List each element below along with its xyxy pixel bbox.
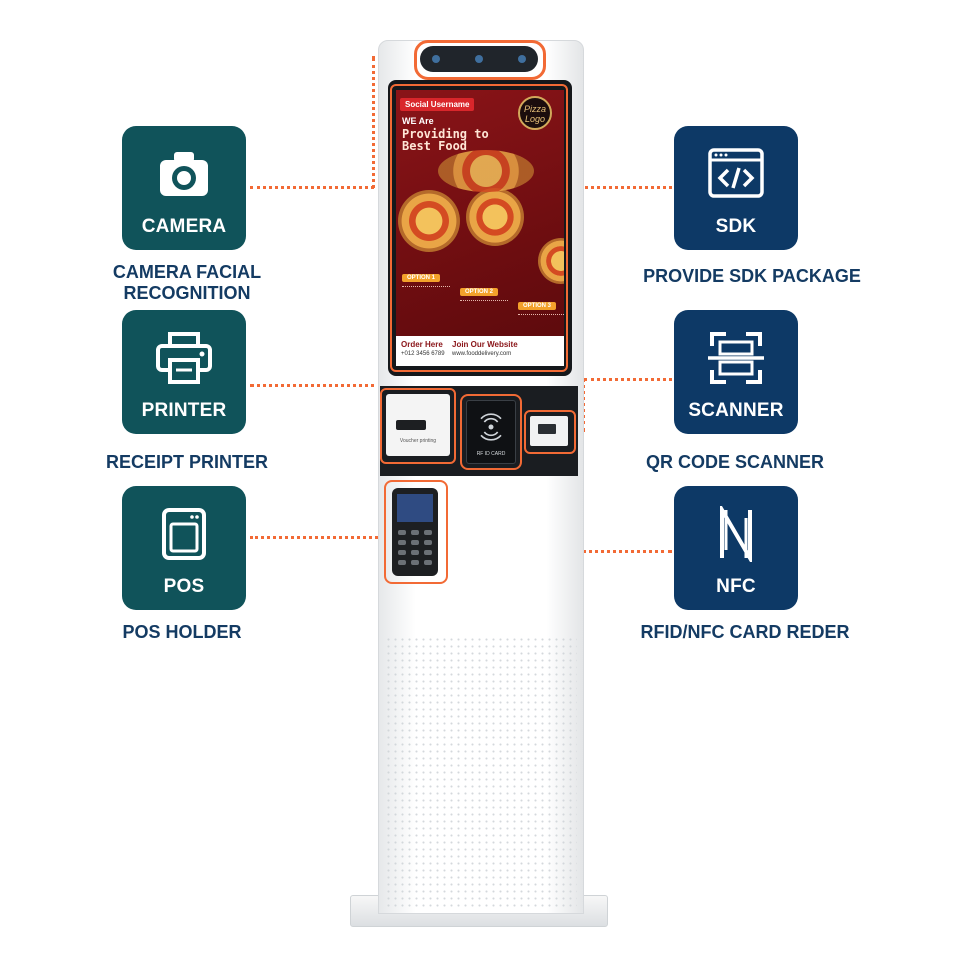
- order-phone: +012 3456 6789: [401, 351, 445, 357]
- scan-frame-icon: [708, 332, 764, 384]
- sdk-tile[interactable]: SDK: [674, 126, 798, 250]
- option-badge: OPTION 1: [402, 274, 441, 282]
- logo-line2: Logo: [524, 114, 546, 124]
- nfc-icon: [720, 506, 752, 562]
- connector-pos: [250, 536, 384, 539]
- pizza-image: [466, 188, 524, 246]
- pos-key: [424, 550, 432, 555]
- sdk-tile-label: SDK: [715, 216, 757, 237]
- connector-camera-vertical: [372, 58, 375, 188]
- pos-key: [398, 560, 406, 565]
- printer-tile[interactable]: PRINTER: [122, 310, 246, 434]
- website-title: Join Our Website: [452, 340, 518, 349]
- pos-key: [411, 540, 419, 545]
- website-url: www.fooddelivery.com: [452, 351, 512, 357]
- pos-tile-label: POS: [163, 576, 205, 597]
- screen-highlight: [390, 84, 568, 372]
- rfid-wave-icon: [480, 413, 502, 441]
- we-are: WE Are: [402, 116, 434, 126]
- printer-caption: RECEIPT PRINTER: [105, 452, 269, 472]
- scanner-tile[interactable]: SCANNER: [674, 310, 798, 434]
- connector-printer: [250, 384, 382, 387]
- printer-icon: [156, 332, 212, 384]
- sdk-caption: PROVIDE SDK PACKAGE: [643, 266, 861, 286]
- lorem-text: [460, 300, 508, 323]
- order-title: Order Here: [401, 340, 443, 349]
- nfc-tile[interactable]: NFC: [674, 486, 798, 610]
- rfid-label: RF ID CARD: [476, 451, 506, 457]
- kiosk-perforation: [385, 636, 577, 907]
- nfc-caption: RFID/NFC CARD REDER: [640, 622, 850, 642]
- scanner-tile-label: SCANNER: [688, 400, 784, 421]
- lorem-text: [518, 314, 564, 329]
- connector-scanner: [584, 378, 672, 381]
- pos-screen: [397, 494, 433, 522]
- camera-tile[interactable]: CAMERA: [122, 126, 246, 250]
- camera-caption: CAMERA FACIAL RECOGNITION: [112, 262, 262, 303]
- camera-bar: [420, 46, 538, 72]
- pizza-image: [398, 190, 460, 252]
- scanner-window-icon: [538, 424, 556, 434]
- pos-key: [398, 550, 406, 555]
- pizza-logo: Pizza Logo: [518, 96, 552, 130]
- rfid-reader[interactable]: RF ID CARD: [466, 400, 516, 464]
- rfid-highlight: [460, 394, 522, 470]
- camera-tile-label: CAMERA: [141, 216, 227, 237]
- printer-highlight: [380, 388, 456, 464]
- pizza-image: [438, 150, 534, 192]
- menu-poster[interactable]: Social Username Pizza Logo WE Are Provid…: [396, 90, 564, 366]
- social-username: Social Username: [400, 98, 475, 111]
- poster-headline: Providing to Best Food: [402, 128, 489, 152]
- code-window-icon: [708, 148, 764, 198]
- pos-key: [398, 530, 406, 535]
- camera-lens-icon: [475, 55, 483, 63]
- camera-lens-icon: [518, 55, 526, 63]
- printer-tile-label: PRINTER: [141, 400, 227, 421]
- camera-lens-icon: [432, 55, 440, 63]
- logo-line1: Pizza: [523, 104, 546, 114]
- pos-key: [398, 540, 406, 545]
- printer-slot-icon: [396, 420, 426, 430]
- scanner-highlight: [524, 410, 576, 454]
- lorem-text: [402, 286, 450, 309]
- pos-caption: POS HOLDER: [122, 622, 242, 642]
- qr-scanner[interactable]: [530, 416, 568, 446]
- window-icon: [162, 508, 206, 560]
- receipt-printer[interactable]: Voucher printing: [386, 394, 450, 456]
- headline-line1: Providing to: [402, 127, 489, 141]
- connector-sdk: [574, 186, 672, 189]
- pos-key: [411, 530, 419, 535]
- order-bar: Order Here +012 3456 6789 Join Our Websi…: [396, 336, 564, 366]
- pos-key: [411, 560, 419, 565]
- connector-camera: [250, 186, 374, 189]
- pos-key: [424, 540, 432, 545]
- camera-icon: [160, 152, 208, 196]
- nfc-tile-label: NFC: [716, 576, 756, 597]
- pos-key: [424, 560, 432, 565]
- camera-highlight: [414, 40, 546, 80]
- option-badge: OPTION 2: [460, 288, 499, 296]
- pos-tile[interactable]: POS: [122, 486, 246, 610]
- scanner-caption: QR CODE SCANNER: [645, 452, 824, 472]
- headline-line2: Best Food: [402, 139, 468, 153]
- pos-key: [411, 550, 419, 555]
- pos-highlight: [384, 480, 448, 584]
- printer-label: Voucher printing: [399, 438, 437, 444]
- pos-key: [424, 530, 432, 535]
- option-badge: OPTION 3: [518, 302, 557, 310]
- pos-terminal[interactable]: [392, 488, 438, 576]
